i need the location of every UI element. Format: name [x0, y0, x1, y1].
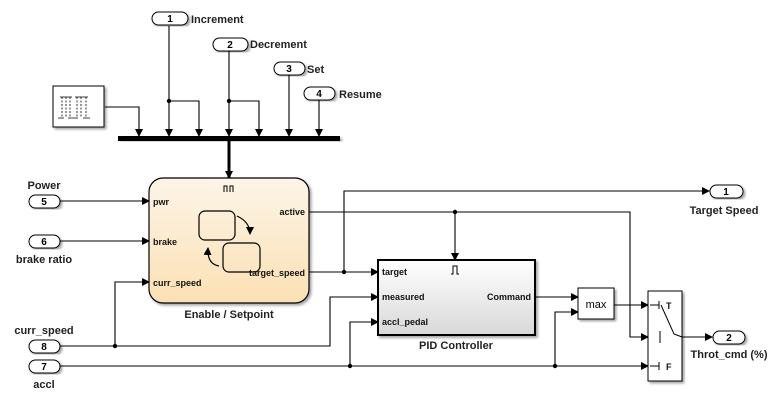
inport-power[interactable]: Power 5: [27, 180, 61, 209]
inport-label: Resume: [339, 89, 382, 101]
svg-text:1: 1: [167, 14, 173, 25]
pulse-enable-icon: [451, 265, 459, 275]
svg-text:4: 4: [316, 89, 322, 100]
svg-text:T: T: [666, 301, 672, 311]
switch-block[interactable]: T F: [647, 290, 683, 382]
svg-text:curr_speed: curr_speed: [14, 325, 73, 337]
svg-text:2: 2: [227, 40, 233, 51]
svg-text:5: 5: [41, 197, 47, 208]
block-name: PID Controller: [419, 340, 494, 352]
svg-text:3: 3: [286, 64, 292, 75]
svg-text:measured: measured: [382, 292, 425, 302]
svg-text:2: 2: [726, 333, 732, 344]
inport-label: Decrement: [250, 39, 307, 51]
signal-builder-block[interactable]: [52, 85, 105, 128]
svg-text:brake ratio: brake ratio: [16, 254, 73, 266]
switch-icon: [650, 301, 683, 370]
svg-text:curr_speed: curr_speed: [153, 278, 202, 288]
inport-curr-speed[interactable]: curr_speed 8: [14, 325, 74, 354]
svg-text:Throt_cmd (%): Throt_cmd (%): [691, 349, 768, 361]
inport-set[interactable]: 3 Set: [273, 61, 324, 76]
inport-label: Set: [307, 64, 324, 76]
svg-text:max: max: [586, 299, 607, 311]
svg-text:target_speed: target_speed: [249, 268, 305, 278]
inport-accl[interactable]: 7 accl: [28, 359, 61, 391]
svg-text:target: target: [382, 267, 407, 277]
svg-text:accl_pedal: accl_pedal: [382, 317, 428, 327]
svg-text:Power: Power: [27, 180, 61, 192]
svg-text:1: 1: [723, 187, 729, 198]
state-machine-icon: [198, 210, 261, 273]
svg-text:F: F: [666, 362, 672, 372]
svg-text:8: 8: [41, 342, 47, 353]
inport-brake-ratio[interactable]: 6 brake ratio: [16, 234, 73, 266]
svg-text:active: active: [279, 207, 305, 217]
signal-builder-icon: [58, 96, 90, 119]
outport-throt-cmd[interactable]: 2 Throt_cmd (%): [691, 330, 768, 361]
outport-target-speed[interactable]: 1 Target Speed: [690, 184, 759, 217]
svg-text:6: 6: [41, 237, 47, 248]
pid-controller-block[interactable]: target measured accl_pedal Command PID C…: [377, 259, 536, 352]
signal-lines: [60, 26, 713, 370]
svg-text:brake: brake: [153, 237, 177, 247]
block-name: Enable / Setpoint: [184, 309, 274, 321]
svg-text:accl: accl: [33, 379, 54, 391]
svg-text:Target Speed: Target Speed: [690, 205, 759, 217]
inport-decrement[interactable]: 2 Decrement: [212, 37, 307, 52]
edge-trigger-icon: [223, 185, 234, 192]
bus-creator[interactable]: [118, 136, 340, 141]
inport-resume[interactable]: 4 Resume: [303, 86, 382, 101]
stateflow-chart-enable-setpoint[interactable]: pwr brake curr_speed active target_speed…: [148, 177, 310, 321]
svg-text:pwr: pwr: [153, 197, 169, 207]
svg-text:7: 7: [41, 362, 47, 373]
svg-text:Command: Command: [487, 292, 531, 302]
inport-increment[interactable]: 1 Increment: [151, 11, 244, 26]
inport-label: Increment: [191, 14, 244, 26]
max-block[interactable]: max: [577, 287, 615, 320]
